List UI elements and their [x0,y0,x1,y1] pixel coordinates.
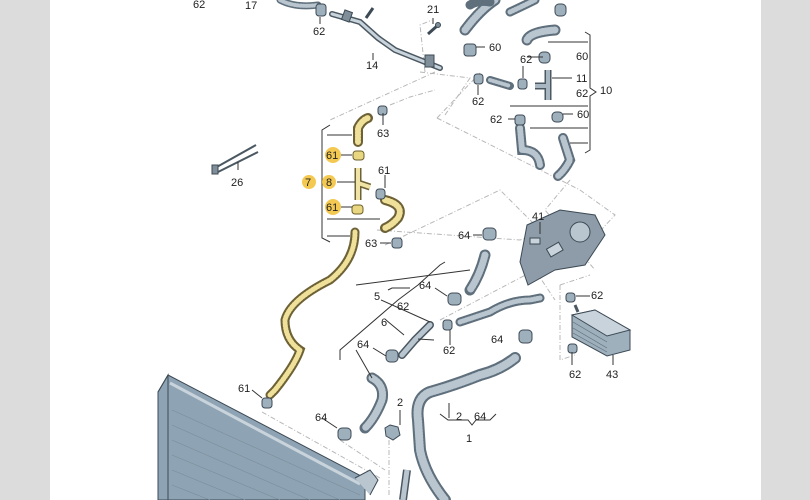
radiator[interactable] [157,373,379,500]
highlight-badges [302,147,341,215]
callout-10[interactable]: 10 [600,85,612,97]
oil-cooler-43[interactable] [565,292,632,357]
callout-60[interactable]: 60 [489,42,501,54]
coolant-pump-41[interactable] [519,209,606,286]
clamps-group-5[interactable] [337,227,533,441]
callout-61[interactable]: 61 [326,202,338,214]
callout-64[interactable]: 64 [357,339,369,351]
callout-61[interactable]: 61 [238,383,250,395]
callout-6[interactable]: 6 [381,317,387,329]
clamps-group-10[interactable] [463,3,567,126]
bolt-21[interactable] [364,7,441,36]
callout-60[interactable]: 60 [577,109,589,121]
callout-41[interactable]: 41 [532,211,544,223]
clamp-2[interactable] [384,424,401,441]
callout-62[interactable]: 62 [591,290,603,302]
callout-2[interactable]: 2 [397,397,403,409]
clamp-62-top[interactable] [315,3,327,17]
assembly-7-bracket [321,124,380,243]
callout-43[interactable]: 43 [606,369,618,381]
callout-62[interactable]: 62 [576,88,588,100]
callout-labels: 62 17 62 14 21 60 62 60 11 62 10 62 62 6… [193,0,618,445]
leader-lines [237,17,614,429]
callout-8[interactable]: 8 [326,177,332,189]
callout-60[interactable]: 60 [576,51,588,63]
callout-14[interactable]: 14 [366,60,378,72]
clamps-assembly-7[interactable] [261,105,403,409]
hose-group-10[interactable] [459,0,576,181]
callout-5[interactable]: 5 [374,291,380,303]
callout-64[interactable]: 64 [474,411,486,423]
callout-63[interactable]: 63 [365,238,377,250]
main-hose-1[interactable] [399,352,521,500]
callout-64[interactable]: 64 [419,280,431,292]
callout-62[interactable]: 62 [313,26,325,38]
callout-62[interactable]: 62 [193,0,205,11]
callout-62[interactable]: 62 [397,301,409,313]
callout-26[interactable]: 26 [231,177,243,189]
callout-62[interactable]: 62 [472,96,484,108]
callout-1[interactable]: 1 [466,433,472,445]
callout-63[interactable]: 63 [377,128,389,140]
callout-11[interactable]: 11 [576,73,587,85]
part-26[interactable] [211,144,259,175]
callout-62[interactable]: 62 [443,345,455,357]
callout-64[interactable]: 64 [491,334,503,346]
callout-7[interactable]: 7 [305,177,311,189]
callout-64[interactable]: 64 [458,230,470,242]
hose-group-5[interactable] [359,249,545,434]
callout-62[interactable]: 62 [569,369,581,381]
callout-62[interactable]: 62 [520,54,532,66]
callout-61[interactable]: 61 [326,150,338,162]
part-14-pipe[interactable] [276,0,443,71]
callout-62[interactable]: 62 [490,114,502,126]
callout-64[interactable]: 64 [315,412,327,424]
callout-2[interactable]: 2 [456,411,462,423]
hose-assembly-7[interactable] [265,113,405,400]
callout-61[interactable]: 61 [378,165,390,177]
callout-17[interactable]: 17 [245,0,257,12]
callout-21[interactable]: 21 [427,4,439,16]
